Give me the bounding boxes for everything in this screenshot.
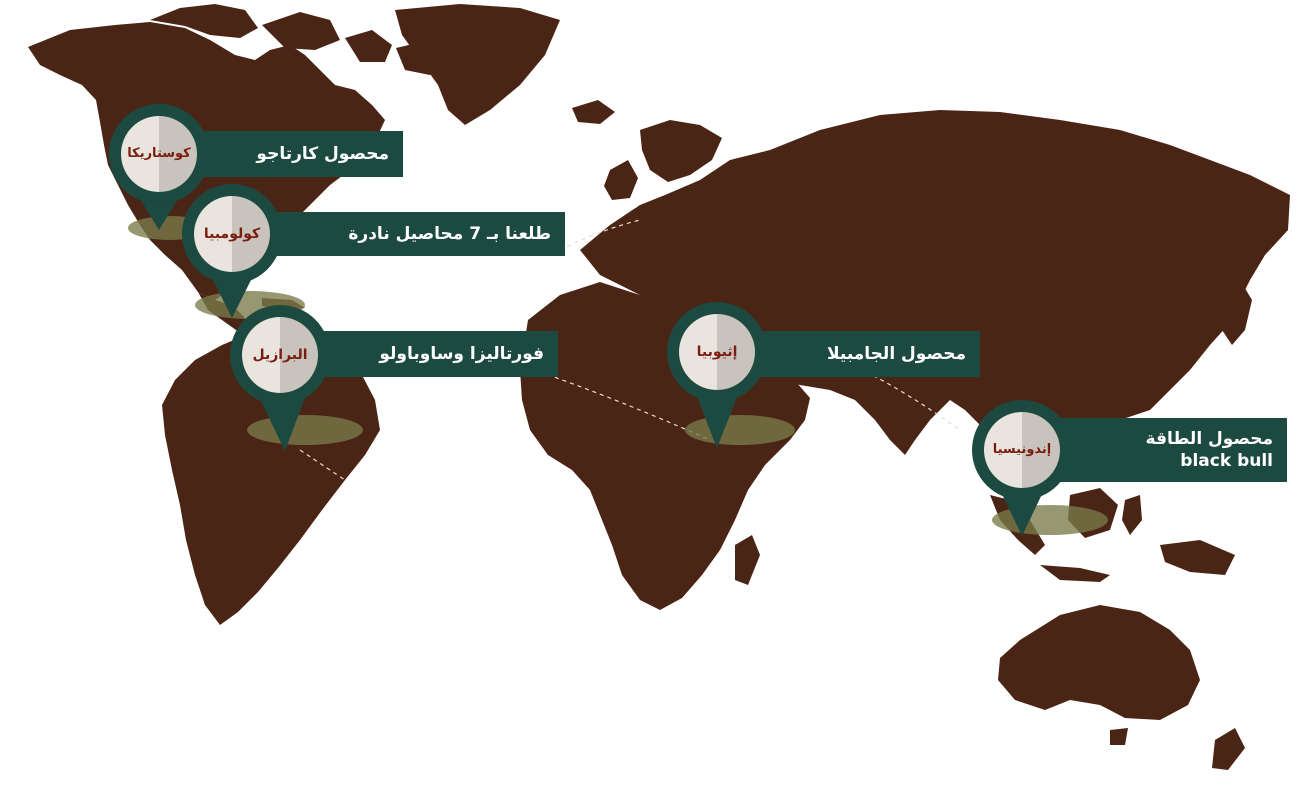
arctic-islands-2 xyxy=(345,30,392,62)
country-name: البرازيل xyxy=(252,347,308,363)
pin-label-text: black bull xyxy=(1180,451,1273,471)
map-marker-icon xyxy=(667,302,767,448)
scandinavia xyxy=(640,120,722,182)
pin-label-text: فورتاليزا وساوباولو xyxy=(379,344,544,364)
map-pin-brazil[interactable]: البرازيل xyxy=(228,303,332,453)
map-marker-icon xyxy=(972,400,1072,536)
pin-label-text: طلعنا بـ 7 محاصيل نادرة xyxy=(348,224,551,244)
country-name: كوستاريكا xyxy=(127,146,191,161)
pin-label-text: محصول كارتاجو xyxy=(256,144,389,164)
route-line xyxy=(829,354,961,431)
pin-label-indonesia: محصول الطاقة black bull xyxy=(1045,418,1287,482)
tasmania xyxy=(1110,728,1128,745)
sulawesi xyxy=(1122,495,1142,535)
map-marker-icon xyxy=(108,104,209,230)
country-name: إندونيسيا xyxy=(992,442,1052,457)
pin-label-brazil: فورتاليزا وساوباولو xyxy=(318,331,558,377)
pin-label-costa-rica: محصول كارتاجو xyxy=(195,131,403,177)
iceland xyxy=(572,100,615,124)
map-pin-costa-rica[interactable]: كوستاريكا xyxy=(107,102,211,232)
map-pin-colombia[interactable]: كولومبيا xyxy=(180,182,284,320)
south-america xyxy=(162,322,380,625)
australia xyxy=(998,605,1200,720)
pin-label-ethiopia: محصول الجامبيلا xyxy=(750,331,980,377)
map-pin-indonesia[interactable]: إندونيسيا xyxy=(970,398,1074,538)
canada-arctic xyxy=(150,4,258,38)
route-line xyxy=(299,449,346,481)
greenland xyxy=(395,4,560,125)
pin-label-text: محصول الجامبيلا xyxy=(826,344,966,364)
country-name: كولومبيا xyxy=(203,226,261,242)
country-name: إثيوبيا xyxy=(696,344,738,360)
eurasia xyxy=(580,110,1290,475)
uk xyxy=(604,160,638,200)
java xyxy=(1040,565,1110,582)
pin-label-text: محصول الطاقة xyxy=(1145,429,1273,449)
map-pin-ethiopia[interactable]: إثيوبيا xyxy=(665,300,769,450)
new-guinea xyxy=(1160,540,1235,575)
japan xyxy=(1222,280,1252,345)
route-line xyxy=(559,219,641,251)
map-marker-icon xyxy=(230,305,330,451)
map-marker-icon xyxy=(182,184,282,318)
new-zealand xyxy=(1212,728,1245,770)
madagascar xyxy=(735,535,760,585)
arctic-islands-1 xyxy=(262,12,340,50)
pin-label-colombia: طلعنا بـ 7 محاصيل نادرة xyxy=(265,212,565,256)
